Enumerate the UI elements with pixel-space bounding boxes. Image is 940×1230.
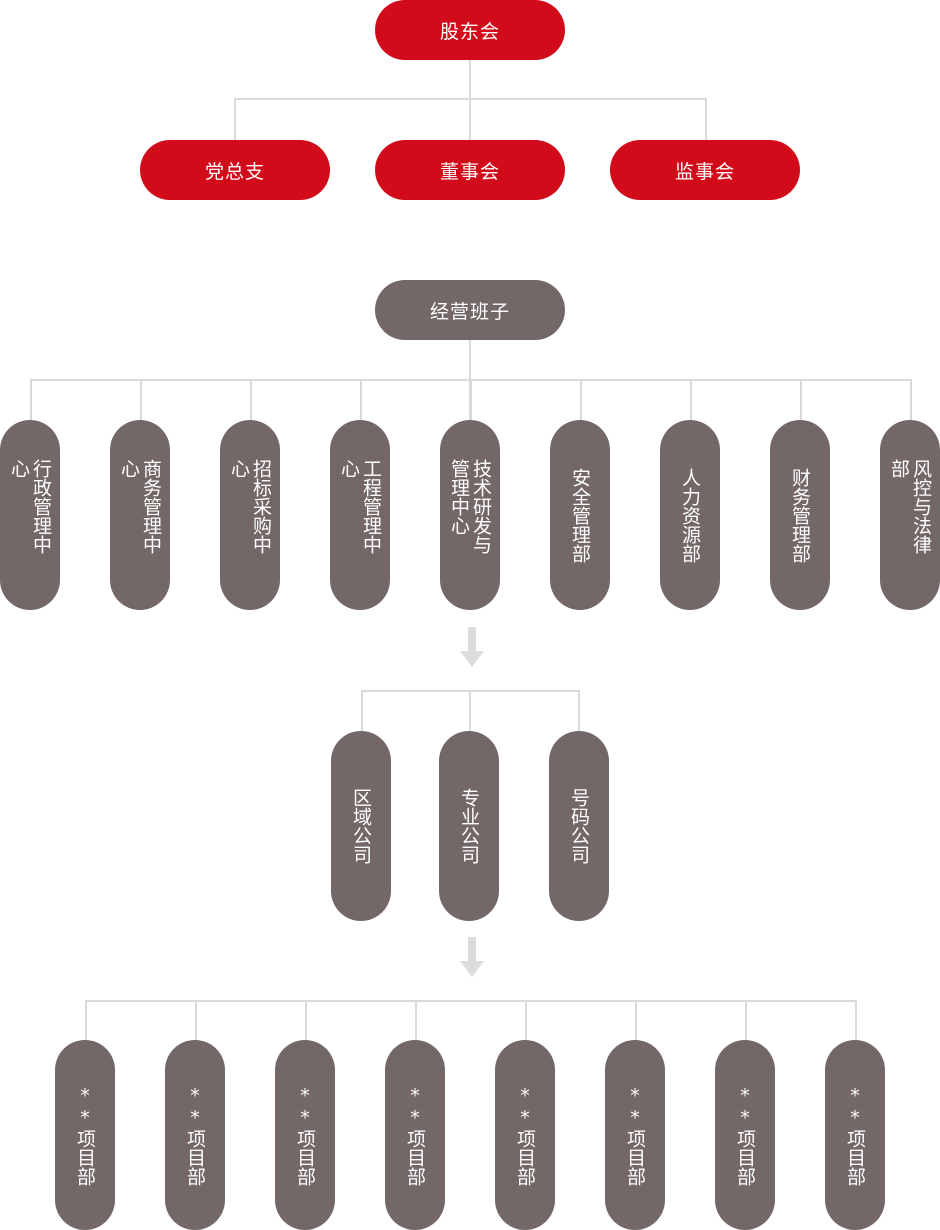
connector-project-drop [635,1000,637,1040]
node-label: 工程管理中心 [338,459,382,554]
node-department: 风控与法律部 [880,420,940,610]
node-department: 行政管理中心 [0,420,60,610]
connector-department-drop [250,379,252,420]
node-label: 专业公司 [458,788,480,864]
node-project: **项目部 [385,1040,445,1230]
connector-department-drop [800,379,802,420]
node-label: 行政管理中心 [8,459,52,554]
node-label: 安全管理部 [569,467,591,563]
node-label: 经营班子 [429,300,510,323]
connector-project-drop [195,1000,197,1040]
node-department: 商务管理中心 [110,420,170,610]
node-department: 技术研发与管理中心 [440,420,500,610]
node-company: 区域公司 [331,731,391,921]
node-party: 党总支 [140,140,330,200]
node-project: **项目部 [495,1040,555,1230]
node-label: **项目部 [514,1084,536,1186]
connector-project-drop [855,1000,857,1040]
connector-department-drop [360,379,362,420]
node-label: **项目部 [844,1084,866,1186]
connector-top-horizontal [234,98,707,100]
node-label: 人力资源部 [679,467,701,563]
connector-projects-horizontal [85,1000,856,1002]
connector-supervisors-up [705,98,707,140]
connector-company-drop [469,690,471,731]
connector-project-drop [305,1000,307,1040]
node-label: 技术研发与管理中心 [448,459,492,554]
connector-department-drop [690,379,692,420]
node-label: 党总支 [204,160,265,183]
connector-project-drop [415,1000,417,1040]
node-label: 监事会 [674,160,735,183]
connector-project-drop [745,1000,747,1040]
node-label: 股东会 [439,20,500,43]
connector-company-drop [578,690,580,731]
arrow-down-icon [460,627,484,667]
connector-project-drop [525,1000,527,1040]
node-label: **项目部 [184,1084,206,1186]
connector-department-drop [910,379,912,420]
node-label: 招标采购中心 [228,459,272,554]
connector-shareholders-down [469,60,471,140]
node-department: 人力资源部 [660,420,720,610]
node-label: 财务管理部 [789,467,811,563]
node-project: **项目部 [605,1040,665,1230]
node-project: **项目部 [165,1040,225,1230]
connector-party-up [234,98,236,140]
connector-company-drop [361,690,363,731]
node-department: 财务管理部 [770,420,830,610]
connector-department-drop [470,379,472,420]
node-project: **项目部 [715,1040,775,1230]
node-management-team: 经营班子 [375,280,565,340]
node-label: 风控与法律部 [888,459,932,554]
arrow-down-icon [460,937,484,977]
node-project: **项目部 [275,1040,335,1230]
node-label: 区域公司 [350,788,372,864]
node-label: 商务管理中心 [118,459,162,554]
node-supervisors: 监事会 [610,140,800,200]
node-board: 董事会 [375,140,565,200]
node-department: 工程管理中心 [330,420,390,610]
node-department: 招标采购中心 [220,420,280,610]
node-project: **项目部 [55,1040,115,1230]
node-label: **项目部 [74,1084,96,1186]
node-label: **项目部 [734,1084,756,1186]
node-project: **项目部 [825,1040,885,1230]
node-company: 号码公司 [549,731,609,921]
node-shareholders: 股东会 [375,0,565,60]
node-label: **项目部 [294,1084,316,1186]
node-label: 董事会 [439,160,500,183]
connector-project-drop [85,1000,87,1040]
connector-department-drop [580,379,582,420]
node-label: **项目部 [624,1084,646,1186]
node-label: 号码公司 [568,788,590,864]
connector-department-drop [30,379,32,420]
node-company: 专业公司 [439,731,499,921]
node-department: 安全管理部 [550,420,610,610]
node-label: **项目部 [404,1084,426,1186]
connector-department-drop [140,379,142,420]
